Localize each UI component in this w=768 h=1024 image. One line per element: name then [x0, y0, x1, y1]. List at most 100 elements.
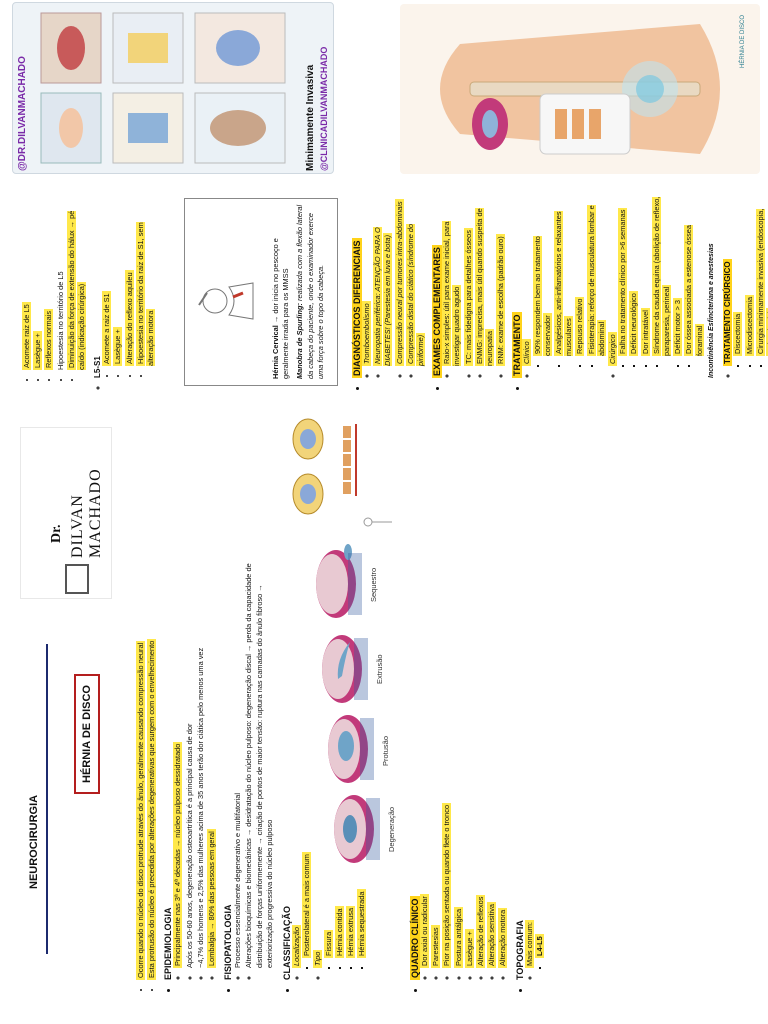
disc-stages-figure: Degeneração Protusão Extrusão Sequestro	[316, 544, 396, 863]
quadro-item: Parestesias	[431, 404, 441, 968]
diag-section: DIAGNÓSTICOS DIFERENCIAIS Tromboembolism…	[352, 192, 426, 392]
clinico-subitem: Analgésicos, anti-inflamatórios e relaxa…	[554, 192, 574, 356]
cirurgico-subitem: Falha no tratamento clínico por >6 seman…	[618, 192, 628, 356]
cir-subitem: Cirurgia minimamente invasiva (endoscopi…	[755, 192, 768, 356]
logo-mark	[65, 564, 89, 594]
instagram-bottom: @CLINICADILVANMACHADO	[319, 46, 329, 171]
back-illustration	[440, 24, 720, 155]
body-outline	[363, 517, 393, 527]
l5-item: Lasègue +	[33, 192, 43, 370]
back-anatomy-figure: HÉRNIA DE DISCO	[400, 4, 760, 174]
disc-label: Degeneração	[387, 807, 396, 852]
logo-prefix: Dr.	[49, 524, 64, 543]
logo-name: DILVAN MACHADO	[69, 468, 104, 558]
vertebra-top	[292, 418, 324, 515]
header-row: NEUROCIRURGIA HÉRNIA DE DISCO Dr. DILVAN…	[16, 404, 134, 994]
diag-item: Neuropatia periférica: ATENÇÃO PARA O DI…	[373, 192, 393, 366]
disc-protusao	[328, 715, 375, 783]
s1-item: Lasègue +	[113, 192, 123, 366]
column-middle-lower: DIAGNÓSTICOS DIFERENCIAIS Tromboembolism…	[346, 192, 768, 392]
cirurgico-subitem: Déficit neurológico	[629, 192, 639, 356]
epidemiologia-item: Lombalgia → 80% das pessoas em geral	[207, 404, 217, 968]
s1-item: Acomete a raiz de S1	[102, 192, 112, 366]
disc-label: Extrusão	[375, 654, 384, 684]
cirurgico-subitem: Déficit motor > 3	[673, 192, 683, 356]
cir-subitem: Microdiscectomia	[744, 192, 755, 356]
clinico-item: Clínico 90% respondem bem ao tratamento …	[522, 192, 607, 366]
fisiopatologia-item: Processo essencialmente degenerativo e m…	[233, 538, 243, 968]
cir-heading: TRATAMENTO CIRÚRGICO Discectomia Microdi…	[723, 192, 768, 366]
column-middle: Acomete raiz de L5 Lasègue + Reflexos no…	[22, 192, 338, 392]
disc-label: Sequestro	[369, 568, 378, 602]
topografia-heading: TOPOGRAFIA Mais comum: L4-L5	[515, 404, 545, 980]
quadro-clinico-section: QUADRO CLÍNICO Dor axial ou radicular Pa…	[410, 404, 509, 994]
diag-list: Tromboembolismo Neuropatia periférica: A…	[362, 192, 426, 378]
epidemiologia-list: Principalmente nas 3ª e 4ª décadas → núc…	[173, 404, 217, 980]
minimamente-invasiva-poster: @DR.DILVANMACHADO Minimamente Invasiva @…	[12, 2, 334, 174]
topografia-section: TOPOGRAFIA Mais comum: L4-L5	[515, 404, 545, 994]
disc-degeneracao	[334, 795, 381, 863]
epidemiologia-item: Principalmente nas 3ª e 4ª décadas → núc…	[173, 404, 183, 968]
intro-item: Esta protrusão do núcleo é precedida por…	[147, 404, 157, 980]
epidemiologia-heading: EPIDEMIOLOGIA Principalmente nas 3ª e 4ª…	[163, 404, 217, 980]
column-right: @DR.DILVANMACHADO Minimamente Invasiva @…	[0, 0, 768, 176]
l5-item: Diminuição da força de extensão do hálux…	[66, 192, 87, 370]
back-label: HÉRNIA DE DISCO	[740, 14, 746, 68]
exame-item: TC: mais fidedigna para detalhes ósseos	[463, 192, 474, 366]
quadro-item: Dor axial ou radicular	[420, 404, 430, 968]
topografia-item: Mais comum: L4-L5	[524, 404, 545, 968]
spurling-illustration	[198, 282, 254, 320]
s1-section: L5-S1 Acomete a raiz de S1 Lasègue + Alt…	[93, 192, 156, 392]
vertebra-figures	[292, 418, 393, 527]
quadro-item: Alteração sensitiva	[487, 404, 497, 968]
s1-item: Hipoestesia no território da raiz de S1,…	[135, 192, 156, 366]
exames-section: EXAMES COMPLEMENTARES Raio-x simples: út…	[432, 192, 506, 392]
quadro-item: Postura antálgica	[453, 404, 464, 968]
clinico-subitem: Fisioterapia: reforço de musculatura lom…	[586, 192, 607, 356]
cervical-text: Hérnia Cervical → dor inicia no pescoço …	[271, 204, 325, 379]
quadro-item: Pior na posição sentada ou quando flete …	[442, 404, 452, 968]
s1-item: Alteração do reflexo aquileu	[124, 192, 135, 366]
header-rule	[46, 644, 48, 954]
exames-list: Raio-x simples: útil para exame inicial,…	[442, 192, 506, 378]
intro-item: Ocorre quando o núcleo do disco protrude…	[136, 404, 146, 980]
diag-item: Tromboembolismo	[362, 192, 372, 366]
annotation-item: Incontinência Esfincteriana e anestesias	[707, 243, 715, 378]
s1-heading: L5-S1 Acomete a raiz de S1 Lasègue + Alt…	[93, 192, 156, 378]
classificacao-block: CLASSIFICAÇÃO Localização Posterolateral…	[276, 404, 404, 994]
diag-item: Compressão neural por tumores intra-abdo…	[394, 192, 405, 366]
topografia-list: Mais comum: L4-L5	[524, 404, 545, 980]
quadro-item: Alteração de reflexos	[476, 404, 486, 968]
surgery-illustrations	[40, 12, 286, 164]
tratamento-list: Clínico 90% respondem bem ao tratamento …	[522, 192, 768, 378]
cirurgico-item: Cirúrgico Falha no tratamento clínico po…	[608, 192, 705, 366]
epidemiologia-section: EPIDEMIOLOGIA Principalmente nas 3ª e 4ª…	[163, 404, 217, 994]
cirurgico-subitem: Síndrome da cauda equina (abolição de re…	[651, 192, 672, 356]
exame-item: RNM: exame de escolha (padrão ouro)	[496, 192, 506, 366]
disc-sequestro	[316, 544, 363, 618]
cirurgico-subitem: Dor intratável	[640, 192, 651, 356]
l5-item: Acomete raiz de L5	[22, 192, 32, 370]
intro-list: Ocorre quando o núcleo do disco protrude…	[136, 404, 157, 994]
l5-list: Acomete raiz de L5 Lasègue + Reflexos no…	[22, 192, 87, 392]
instagram-top: @DR.DILVANMACHADO	[17, 56, 28, 171]
cervical-box: Hérnia Cervical → dor inicia no pescoço …	[184, 198, 338, 386]
s1-list: Acomete a raiz de S1 Lasègue + Alteração…	[102, 192, 156, 378]
diag-item: Compressão distal do ciático (síndrome d…	[405, 192, 426, 366]
specialty-label: NEUROCIRURGIA	[28, 794, 40, 889]
exame-item: Raio-x simples: útil para exame inicial,…	[442, 192, 462, 366]
tratamento-heading: TRATAMENTO Clínico 90% respondem bem ao …	[512, 192, 768, 378]
logo: Dr. DILVAN MACHADO	[20, 427, 112, 599]
disc-label: Protusão	[381, 736, 390, 766]
epidemiologia-item: ~4,7% dos homens e 2,5% das mulheres aci…	[196, 404, 206, 968]
exames-heading: EXAMES COMPLEMENTARES Raio-x simples: út…	[432, 192, 506, 378]
fisiopatologia-list: Processo essencialmente degenerativo e m…	[233, 538, 275, 980]
topografia-subitem: L4-L5	[534, 404, 545, 958]
quadro-item: Lasègue +	[464, 404, 475, 968]
column-left: NEUROCIRURGIA HÉRNIA DE DISCO Dr. DILVAN…	[16, 404, 546, 994]
spine-sagittal	[343, 424, 358, 496]
minim-title: Minimamente Invasiva	[305, 64, 316, 171]
fisiopatologia-item: Alterações bioquímicas e biomecânicas → …	[244, 538, 275, 968]
quadro-clinico-heading: QUADRO CLÍNICO Dor axial ou radicular Pa…	[410, 404, 509, 980]
